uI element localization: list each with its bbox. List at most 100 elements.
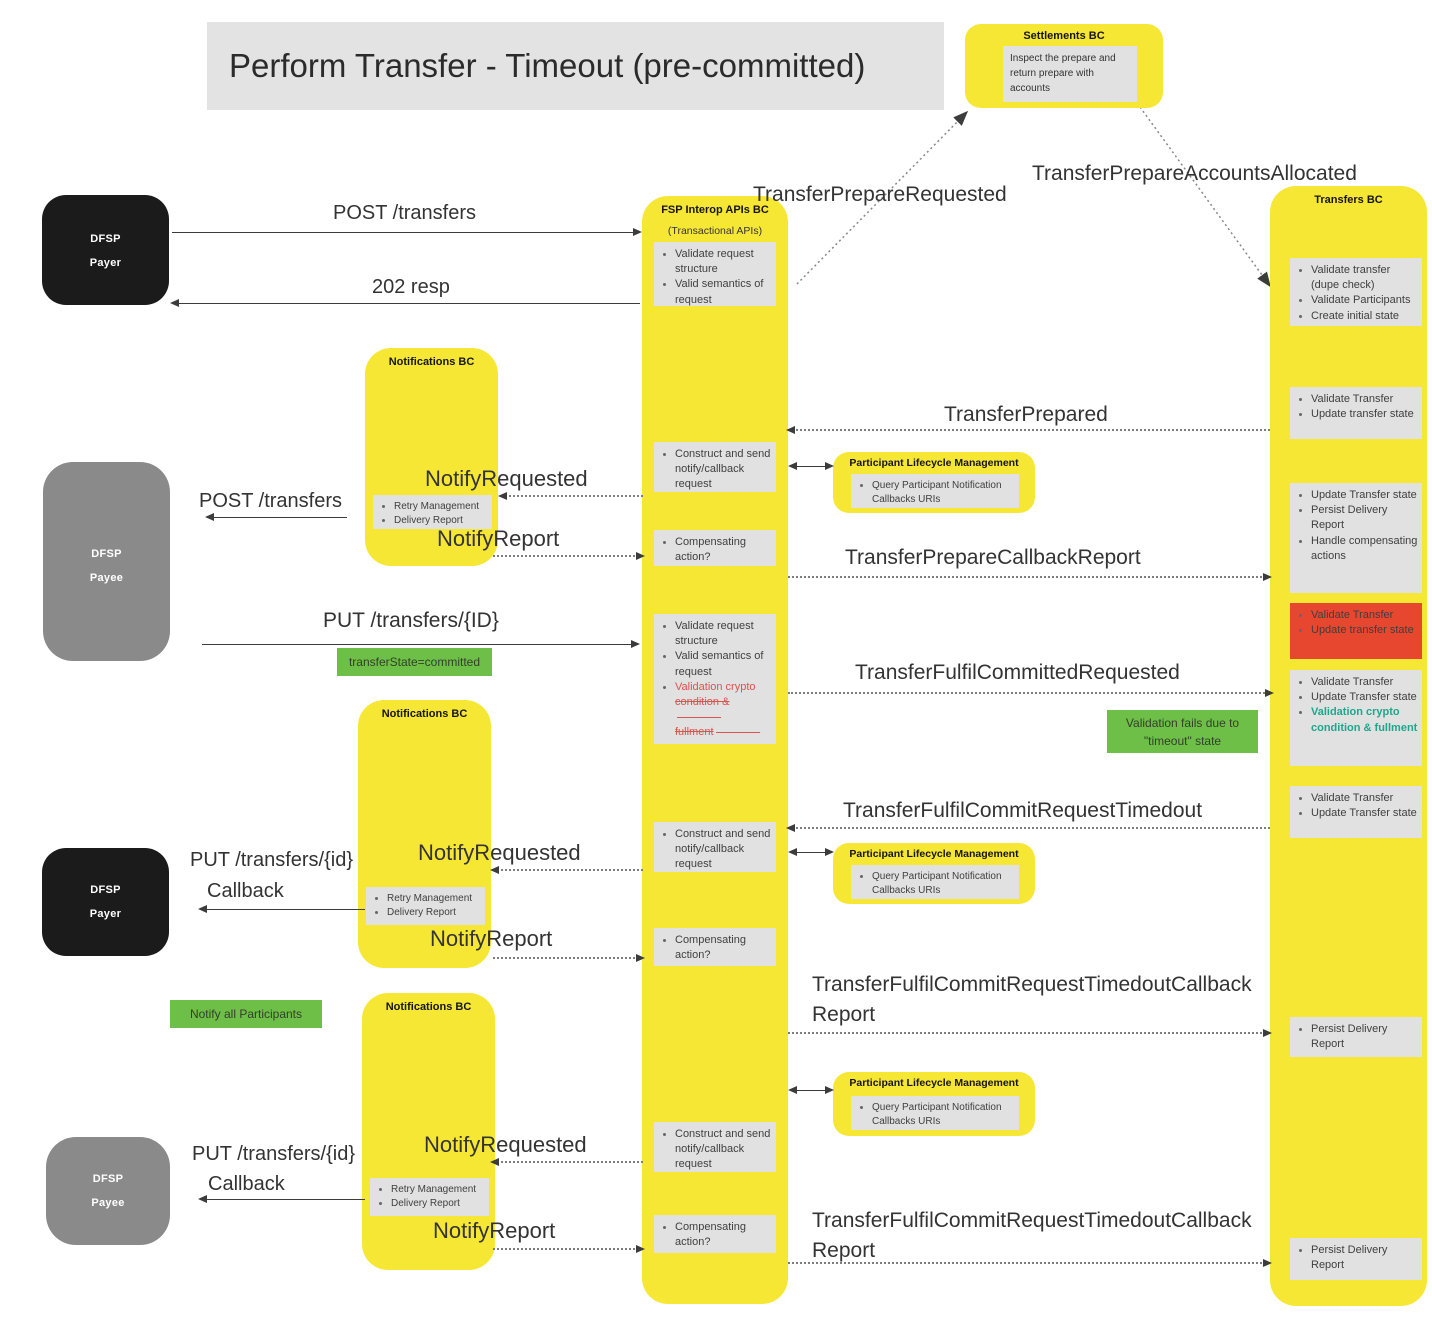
task-retry-delivery-2: Retry ManagementDelivery Report bbox=[366, 887, 485, 925]
label-transfer-prepared: TransferPrepared bbox=[944, 403, 1108, 426]
task-bullet: Delivery Report bbox=[387, 906, 482, 920]
plm-bc-1: Participant Lifecycle Management Query P… bbox=[833, 452, 1035, 513]
arrow-notify-requested-1 bbox=[498, 492, 643, 500]
task-bullet: Validate request structure bbox=[675, 247, 773, 277]
task-bullet: Handle compensating actions bbox=[1311, 534, 1419, 564]
notifications-bc-3: Notifications BC Retry ManagementDeliver… bbox=[362, 993, 495, 1270]
plm-bc-3: Participant Lifecycle Management Query P… bbox=[833, 1072, 1035, 1136]
task-construct-notify-3: Construct and send notify/callback reque… bbox=[654, 1122, 776, 1172]
arrow-transfer-prepare-callback-report bbox=[788, 573, 1272, 581]
task-query-participant-3: Query Participant Notification Callbacks… bbox=[851, 1096, 1019, 1130]
task-bullet: Create initial state bbox=[1311, 309, 1419, 324]
task-retry-delivery-3: Retry ManagementDelivery Report bbox=[370, 1178, 489, 1216]
fsp-interop-bc-title: FSP Interop APIs BC bbox=[661, 204, 769, 216]
arrow-post-transfers-1 bbox=[172, 228, 642, 236]
task-validate-request-crypto: Validate request structure Valid semanti… bbox=[654, 614, 776, 744]
task-bullet: Delivery Report bbox=[394, 514, 489, 528]
task-persist-delivery-2: Persist Delivery Report bbox=[1290, 1238, 1422, 1280]
label-post-transfers-payee: POST /transfers bbox=[199, 490, 343, 512]
arrow-transfer-prepare-accounts-allocated-diagonal bbox=[1139, 106, 1271, 288]
note-validation-fails-timeout: Validation fails due to "timeout" state bbox=[1107, 710, 1258, 753]
task-bullet: Validate Transfer bbox=[1311, 791, 1419, 806]
label-notify-report-1: NotifyReport bbox=[437, 526, 560, 551]
task-query-participant-2: Query Participant Notification Callbacks… bbox=[851, 865, 1019, 899]
actor-dfsp-payee-2: DFSP Payee bbox=[46, 1137, 170, 1245]
fsp-interop-bc-subtitle: (Transactional APIs) bbox=[667, 225, 763, 237]
arrow-notify-report-1 bbox=[493, 552, 645, 560]
task-bullet: Validate Transfer bbox=[1311, 392, 1419, 407]
task-compensating-1: Compensating action? bbox=[654, 530, 776, 566]
task-bullet: Update transfer state bbox=[1311, 623, 1419, 638]
actor-dfsp-payer-1: DFSP Payer bbox=[42, 195, 169, 305]
task-bullet: Delivery Report bbox=[391, 1197, 486, 1211]
plm-bc-2-title: Participant Lifecycle Management bbox=[849, 848, 1019, 860]
arrow-put-transfers-id bbox=[202, 640, 640, 648]
task-query-participant-1: Query Participant Notification Callbacks… bbox=[851, 474, 1019, 508]
arrow-put-callback-payee bbox=[198, 1195, 365, 1203]
task-bullet: Retry Management bbox=[394, 500, 489, 514]
task-retry-delivery-1: Retry ManagementDelivery Report bbox=[373, 495, 492, 529]
task-bullet: Retry Management bbox=[387, 892, 482, 906]
task-bullet: Persist Delivery Report bbox=[1311, 503, 1419, 533]
label-notify-requested-3: NotifyRequested bbox=[424, 1132, 587, 1157]
label-202-resp: 202 resp bbox=[372, 276, 450, 298]
label-put-transfers-id-upper: PUT /transfers/{ID} bbox=[323, 609, 499, 632]
arrow-plm-link-3 bbox=[788, 1086, 834, 1094]
diagram-title: Perform Transfer - Timeout (pre-committe… bbox=[229, 47, 866, 84]
task-validate-transfer-initial: Validate transfer (dupe check)Validate P… bbox=[1290, 258, 1422, 326]
diagram-title-bar: Perform Transfer - Timeout (pre-committe… bbox=[207, 22, 944, 110]
task-bullet: Validate Participants bbox=[1311, 293, 1419, 308]
task-construct-notify-2: Construct and send notify/callback reque… bbox=[654, 822, 776, 872]
task-construct-notify-1: Construct and send notify/callback reque… bbox=[654, 442, 776, 492]
transfers-bc: Transfers BC Validate transfer (dupe che… bbox=[1270, 186, 1427, 1306]
arrow-notify-requested-3 bbox=[490, 1158, 643, 1166]
notifications-bc-3-title: Notifications BC bbox=[385, 1001, 472, 1013]
label-notify-report-2: NotifyReport bbox=[430, 926, 553, 951]
label-notify-requested-2: NotifyRequested bbox=[418, 840, 581, 865]
notifications-bc-1-title: Notifications BC bbox=[388, 356, 475, 368]
arrow-plm-link-1 bbox=[788, 462, 834, 470]
task-validate-update-1: Validate TransferUpdate transfer state bbox=[1290, 387, 1422, 439]
task-validate-request-1: Validate request structureValid semantic… bbox=[654, 242, 776, 306]
task-validate-crypto: Validate Transfer Update Transfer state … bbox=[1290, 670, 1422, 766]
task-bullet: Update Transfer state bbox=[1311, 488, 1419, 503]
settlements-bc: Settlements BC Inspect the prepare and r… bbox=[965, 24, 1163, 108]
actor-dfsp-payer-2: DFSP Payer bbox=[42, 848, 169, 956]
label-timedout-callback-report-2: TransferFulfilCommitRequestTimedoutCallb… bbox=[812, 1209, 1252, 1262]
task-validate-update-failed: Validate TransferUpdate transfer state bbox=[1290, 603, 1422, 659]
notifications-bc-2-title: Notifications BC bbox=[381, 708, 468, 720]
task-bullet: Valid semantics of request bbox=[675, 277, 773, 307]
plm-bc-1-title: Participant Lifecycle Management bbox=[849, 457, 1019, 469]
arrow-timedout-callback-report-2 bbox=[788, 1259, 1272, 1267]
crypto-validation-highlight: Validation crypto condition & fullment bbox=[1311, 705, 1419, 735]
task-bullet: Validate Transfer bbox=[1311, 608, 1419, 623]
label-callback-payer: Callback bbox=[207, 880, 284, 902]
arrow-notify-report-3 bbox=[493, 1245, 645, 1253]
task-compensating-2: Compensating action? bbox=[654, 928, 776, 966]
notifications-bc-1: Notifications BC Retry ManagementDeliver… bbox=[365, 348, 498, 566]
label-transfer-fulfil-commit-request-timedout: TransferFulfilCommitRequestTimedout bbox=[843, 799, 1203, 822]
crypto-validation-struck: Validation crypto condition & fullment bbox=[675, 680, 773, 741]
arrow-put-callback-payer bbox=[198, 905, 365, 913]
task-update-persist-handle: Update Transfer statePersist Delivery Re… bbox=[1290, 483, 1422, 593]
note-notify-all-participants: Notify all Participants bbox=[170, 1000, 322, 1028]
settlements-bc-title: Settlements BC bbox=[1023, 30, 1105, 42]
transfers-bc-title: Transfers BC bbox=[1314, 194, 1383, 206]
label-transfer-prepare-accounts-allocated: TransferPrepareAccountsAllocated bbox=[1032, 162, 1357, 185]
arrow-transfer-fulfil-committed-requested bbox=[788, 689, 1274, 697]
label-transfer-prepare-callback-report: TransferPrepareCallbackReport bbox=[845, 546, 1141, 569]
task-compensating-3: Compensating action? bbox=[654, 1215, 776, 1253]
label-put-transfers-id-payee: PUT /transfers/{id} bbox=[192, 1143, 356, 1165]
label-notify-requested-1: NotifyRequested bbox=[425, 466, 588, 491]
arrow-notify-report-2 bbox=[493, 954, 645, 962]
task-persist-delivery-1: Persist Delivery Report bbox=[1290, 1017, 1422, 1057]
label-timedout-callback-report-1: TransferFulfilCommitRequestTimedoutCallb… bbox=[812, 973, 1252, 1026]
arrow-post-transfers-payee bbox=[205, 513, 347, 521]
task-validate-update-timedout: Validate TransferUpdate Transfer state bbox=[1290, 786, 1422, 838]
task-bullet: Update transfer state bbox=[1311, 407, 1419, 422]
fsp-interop-bc: FSP Interop APIs BC (Transactional APIs)… bbox=[642, 196, 788, 1304]
arrow-202-resp bbox=[170, 299, 640, 307]
label-transfer-fulfil-committed-requested: TransferFulfilCommittedRequested bbox=[855, 661, 1180, 684]
note-transfer-state-committed: transferState=committed bbox=[337, 648, 492, 676]
